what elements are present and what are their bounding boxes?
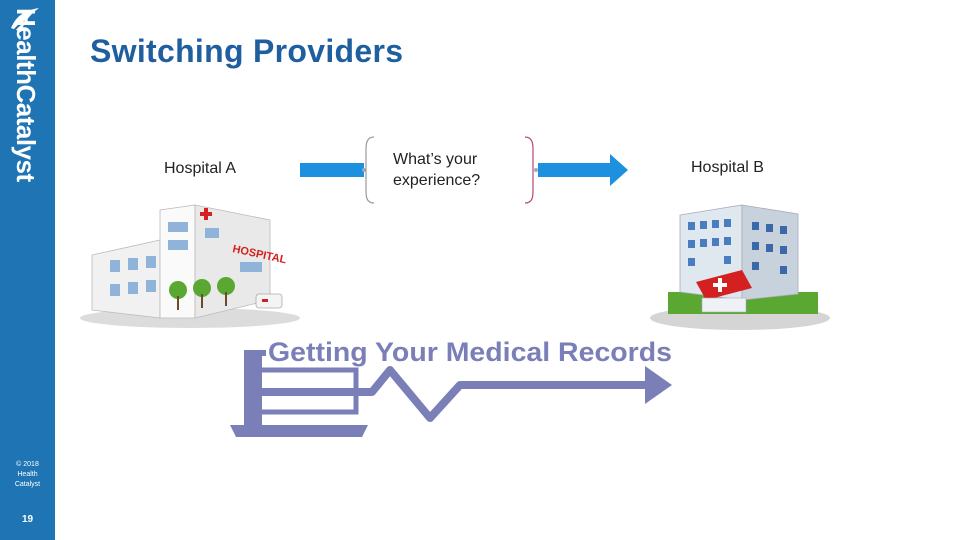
hospital-b-building bbox=[650, 205, 830, 330]
brand-wordmark: HealthCatalyst bbox=[4, 8, 48, 178]
copyright-line: © 2018 bbox=[4, 460, 51, 470]
sidebar: HealthCatalyst © 2018 Health Catalyst 19 bbox=[0, 0, 55, 540]
brand-name: HealthCatalyst bbox=[11, 8, 42, 182]
copyright-line: Catalyst bbox=[4, 480, 51, 490]
hospital-b-label: Hospital B bbox=[691, 159, 764, 177]
hospital-a-label: Hospital A bbox=[164, 160, 236, 178]
question-line: What’s your bbox=[393, 149, 513, 170]
hospital-a-building bbox=[80, 205, 300, 328]
banner-title: Getting Your Medical Records bbox=[268, 337, 672, 367]
flow-arrow-right bbox=[534, 154, 628, 186]
question-bracket-left bbox=[366, 137, 374, 203]
hospital-sign-text: HOSPITAL bbox=[231, 243, 287, 266]
medical-records-banner bbox=[230, 350, 672, 437]
slide-title: Switching Providers bbox=[90, 33, 403, 70]
question-line: experience? bbox=[393, 170, 513, 191]
question-bracket-right bbox=[525, 137, 533, 203]
copyright-notice: © 2018 Health Catalyst bbox=[4, 460, 51, 490]
page-number: 19 bbox=[4, 514, 51, 525]
copyright-line: Health bbox=[4, 470, 51, 480]
flow-arrow-left bbox=[300, 163, 366, 177]
question-text: What’s your experience? bbox=[393, 149, 513, 191]
